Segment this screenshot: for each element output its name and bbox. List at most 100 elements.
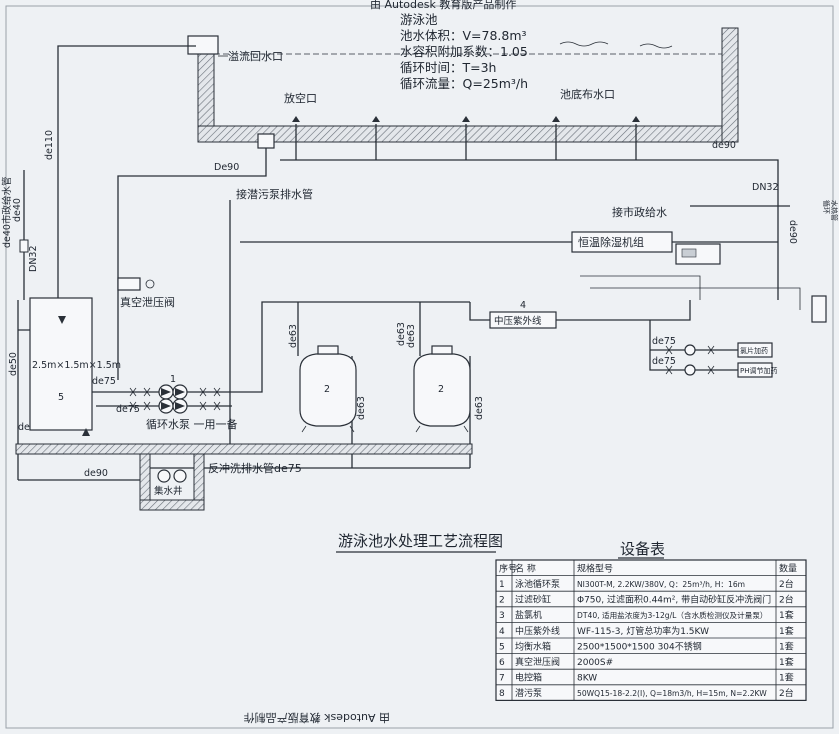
table-cell: 1套 <box>779 609 794 621</box>
pipe-label-de90-a: De90 <box>214 162 239 173</box>
vacuum-valve-body <box>117 277 141 291</box>
table-cell: 2500*1500*1500 304不锈钢 <box>577 640 702 652</box>
pool-cycle-time: 循环时间：T=3h <box>400 60 497 75</box>
pipe-labels: de110 De90 de90 de90 de90 de75 de75 de75… <box>8 130 798 479</box>
pool-bottom-inlets <box>292 116 640 160</box>
equipment-table-title: 设备表 <box>620 540 665 558</box>
dosing-units: 氯片加药 PH调节加药 <box>665 342 778 378</box>
balance-tank-size: 2.5m×1.5m×1.5m <box>32 360 121 371</box>
drain-outlet-label: 放空口 <box>284 91 317 105</box>
table-cell: 中压紫外线 <box>515 625 560 637</box>
uv-number: 4 <box>520 300 526 311</box>
table-cell: 7 <box>499 674 505 684</box>
table-cell: 1套 <box>779 640 794 652</box>
pipe-label-de63-a: de63 <box>288 324 299 348</box>
table-header-cell: 名 称 <box>515 562 536 574</box>
table-header-cell: 规格型号 <box>577 562 613 574</box>
pool-info: 游泳池 池水体积：V=78.8m³ 水容积附加系数：1.05 循环时间：T=3h… <box>400 12 528 91</box>
municipal-supply-vertical-label: de40市政给水管 <box>1 177 13 248</box>
pump-number: 1 <box>170 374 176 385</box>
table-cell: 2 <box>499 596 505 606</box>
table-cell: 电控箱 <box>515 672 542 684</box>
circulation-pumps-label: 循环水泵 一用一备 <box>146 417 238 431</box>
overflow-gutter <box>187 35 219 55</box>
table-header-cell: 数量 <box>779 562 797 574</box>
uv-label: 中压紫外线 <box>494 315 542 327</box>
table-cell: 4 <box>499 627 505 637</box>
table-cell: 8 <box>499 689 505 699</box>
pipe-label-de90-b: de90 <box>712 140 736 151</box>
pipe-label-de75-a: de75 <box>92 376 116 387</box>
circulation-pumps: 1 <box>129 374 221 414</box>
municipal-supply-label: 接市政给水 <box>612 205 667 219</box>
table-header-cell: 序号 <box>499 562 517 574</box>
table-cell: 6 <box>499 658 505 668</box>
pool-bottom-inlet-label: 池底布水口 <box>560 87 615 101</box>
sump-pit: 集水井 <box>139 453 205 511</box>
sheet-border <box>5 5 834 729</box>
sand-filter-2: 2 <box>413 345 471 433</box>
table-cell: 1套 <box>779 656 794 668</box>
dehumidifier-label: 恒温除湿机组 <box>578 235 644 249</box>
table-cell: Φ750, 过滤面积0.44m², 带自动砂缸反冲洗阀门 <box>577 594 771 606</box>
pipe-label-de40: de40 <box>12 198 23 222</box>
table-cell: 2台 <box>779 594 794 606</box>
equipment-table-frame <box>495 559 807 701</box>
meter-icon <box>19 239 29 253</box>
pool <box>187 27 739 143</box>
table-cell: WF-115-3, 灯管总功率为1.5KW <box>577 625 709 637</box>
table-cell: NI300T-M, 2.2KW/380V, Q：25m³/h, H：16m <box>577 580 745 589</box>
table-cell: 盐氯机 <box>515 609 542 621</box>
table-cell: 2000S# <box>577 658 613 668</box>
balance-tank: 2.5m×1.5m×1.5m 5 <box>29 297 121 436</box>
table-cell: 真空泄压阀 <box>515 656 560 668</box>
table-cell: 过滤砂缸 <box>515 594 551 606</box>
vertical-circ-label: 循环 <box>822 200 831 214</box>
pipe-label-de63-b: de63 <box>406 324 417 348</box>
pipe-label-de90-d: de90 <box>84 468 108 479</box>
sewage-pipe-label: 接潜污泵排水管 <box>236 187 313 201</box>
table-cell: 泳池循环泵 <box>515 578 560 590</box>
pipe-label-de63-c: de63 <box>356 396 367 420</box>
table-cell: 2台 <box>779 687 794 699</box>
floor-slab <box>15 443 473 455</box>
pipe-label-de75-d: de75 <box>652 356 676 367</box>
sand-filter-1-number: 2 <box>324 384 330 395</box>
diagram-title: 游泳池水处理工艺流程图 <box>338 532 503 550</box>
header-watermark: 由 Autodesk 教育版产品制作 <box>370 0 516 11</box>
pool-volume: 池水体积：V=78.8m³ <box>400 28 527 43</box>
drain-outlet-box <box>257 133 275 149</box>
table-cell: 1套 <box>779 625 794 637</box>
pipe-label-de90-c: de90 <box>787 220 798 244</box>
dn32-label: DN32 <box>28 245 39 272</box>
pipe-label-de75-c: de75 <box>652 336 676 347</box>
pool-flow: 循环流量：Q=25m³/h <box>400 76 528 91</box>
dosing-2-label: PH调节加药 <box>740 366 778 375</box>
overflow-inlet-label: 溢流回水口 <box>228 49 283 63</box>
dehumidifier-unit <box>571 231 673 253</box>
table-cell: DT40, 适用盐浓度为3-12g/L（含水质检测仪及计量泵） <box>577 610 768 620</box>
table-cell: 2台 <box>779 578 794 590</box>
vacuum-valve-label: 真空泄压阀 <box>120 295 175 309</box>
pipe-label-de63-d: de63 <box>474 396 485 420</box>
pipe-label-de50: de50 <box>8 352 19 376</box>
vertical-hot-label: 水热管 <box>830 200 839 221</box>
control-display-icon <box>681 248 697 258</box>
pipe-label-de75-b: de75 <box>116 404 140 415</box>
gauge-icon <box>145 279 155 289</box>
balance-tank-number: 5 <box>58 392 64 403</box>
right-heater-unit <box>811 295 827 323</box>
pool-factor: 水容积附加系数：1.05 <box>400 44 528 59</box>
table-cell: 均衡水箱 <box>515 640 551 652</box>
table-cell: 潜污泵 <box>515 687 542 699</box>
sump-label: 集水井 <box>154 485 183 497</box>
table-cell: 5 <box>499 642 505 652</box>
backwash-pipe-label: 反冲洗排水管de75 <box>208 461 302 475</box>
pool-name: 游泳池 <box>400 12 438 27</box>
sand-filter-1: 2 <box>299 345 357 433</box>
dosing-1-label: 氯片加药 <box>740 346 768 355</box>
pipe-label-de110: de110 <box>44 130 55 160</box>
table-cell: 50WQ15-18-2.2(I), Q=18m3/h, H=15m, N=2.2… <box>577 689 767 698</box>
